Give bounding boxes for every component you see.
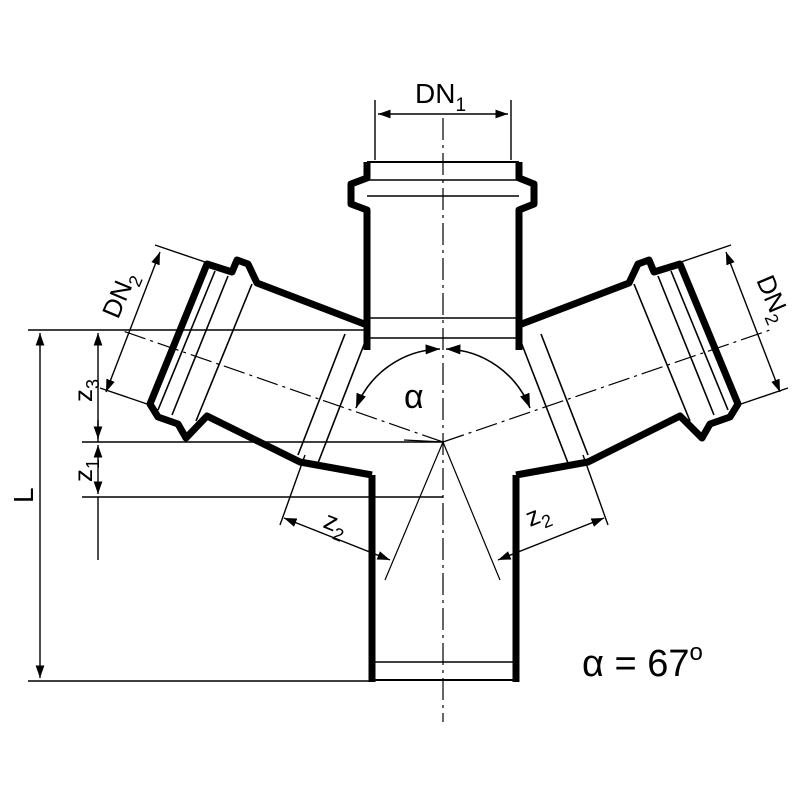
alpha-label: α bbox=[404, 378, 424, 416]
dn2-left-dimension bbox=[99, 244, 206, 406]
right-branch bbox=[515, 256, 742, 479]
dn2-right-label: DN2 bbox=[746, 271, 797, 328]
center-lines bbox=[119, 118, 771, 722]
z3-label: z3 bbox=[68, 379, 103, 402]
z1-label: z1 bbox=[68, 459, 103, 482]
z2-dimensions bbox=[279, 454, 609, 561]
angle-formula: α = 67o bbox=[582, 639, 703, 685]
dn1-dimension bbox=[374, 100, 512, 160]
left-branch bbox=[146, 256, 373, 479]
l-label: L bbox=[8, 487, 39, 503]
dn2-right-dimension bbox=[680, 244, 789, 406]
dn2-left-label: DN2 bbox=[96, 267, 147, 324]
alpha-arc bbox=[355, 344, 531, 409]
z2-right-label: z2 bbox=[521, 496, 555, 537]
dn1-label: DN1 bbox=[415, 78, 466, 116]
z2-left-label: z2 bbox=[318, 505, 352, 546]
vertical-dimensions bbox=[28, 329, 443, 682]
